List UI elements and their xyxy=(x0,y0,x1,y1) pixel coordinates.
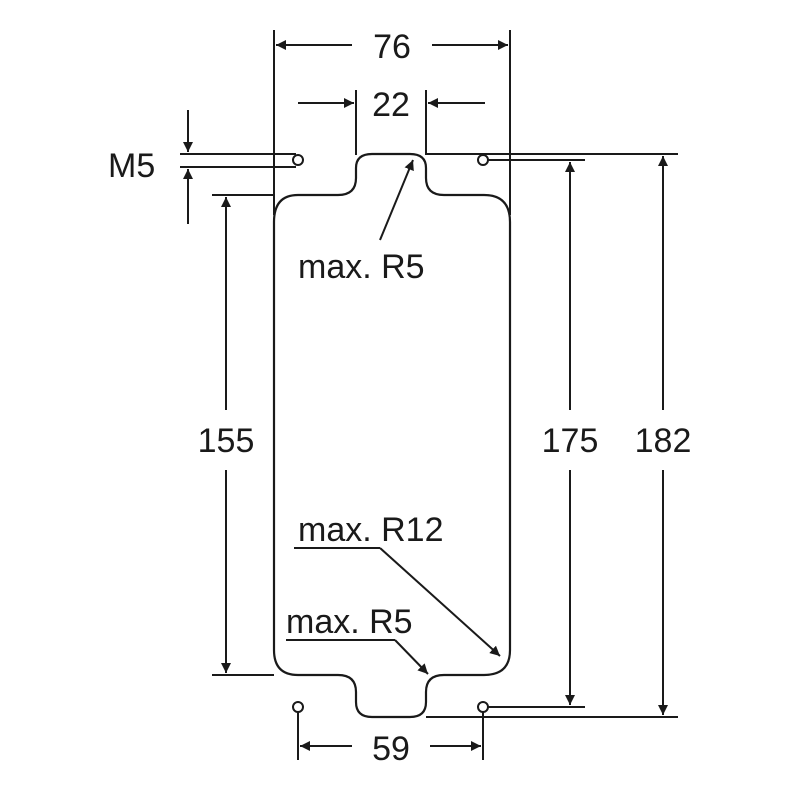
overall-width-label: 76 xyxy=(373,28,411,66)
dimension-tab-width: 22 xyxy=(298,86,485,155)
bottom-notch-radius-label: max. R5 xyxy=(286,603,413,641)
dimension-hole-spacing-vertical: 175 xyxy=(488,159,599,708)
overall-height-label: 182 xyxy=(635,422,692,460)
hole-spacing-horizontal-label: 59 xyxy=(372,730,410,768)
dimension-overall-width: 76 xyxy=(273,28,511,215)
dimension-thread: M5 xyxy=(108,110,296,224)
mounting-hole-bottom-left xyxy=(292,701,304,713)
tab-width-label: 22 xyxy=(372,86,410,124)
callout-top-notch-radius: max. R5 xyxy=(298,159,425,286)
hole-spacing-vertical-label: 175 xyxy=(542,422,599,460)
dimension-overall-height: 182 xyxy=(426,153,692,718)
dimension-hole-spacing-horizontal: 59 xyxy=(297,712,484,768)
body-corner-radius-label: max. R12 xyxy=(298,511,444,549)
mounting-hole-top-left xyxy=(292,154,304,166)
callout-body-corner-radius: max. R12 xyxy=(294,511,501,657)
cutout-outline xyxy=(272,152,512,719)
dimension-body-height: 155 xyxy=(198,194,274,676)
top-notch-radius-label: max. R5 xyxy=(298,248,425,286)
mounting-hole-bottom-right xyxy=(477,701,489,713)
callout-bottom-notch-radius: max. R5 xyxy=(286,603,429,675)
mounting-hole-top-right xyxy=(477,154,489,166)
thread-label: M5 xyxy=(108,147,155,185)
body-height-label: 155 xyxy=(198,422,255,460)
